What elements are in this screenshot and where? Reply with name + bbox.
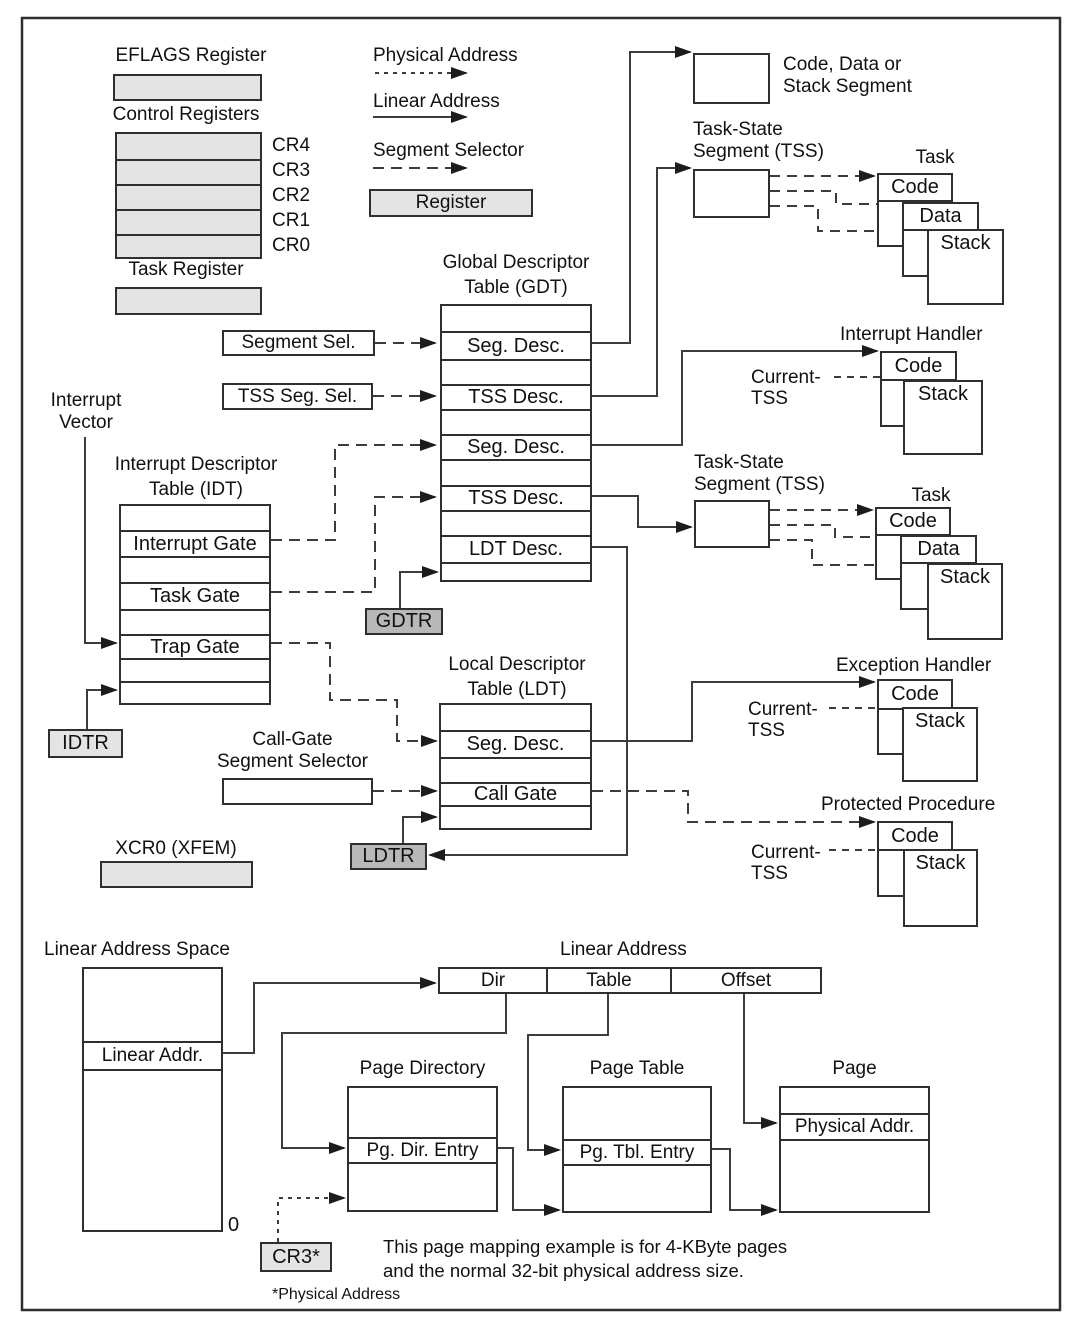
linear-addr-row: Linear Addr. [84,1041,221,1069]
cr3-box: CR3* [260,1242,332,1272]
line-task-gate-to-tssdesc2 [271,491,437,593]
page-table-box: Pg. Tbl. Entry [562,1086,712,1213]
page-box: Physical Addr. [779,1086,930,1213]
call-gate-selector-box [222,778,373,805]
line-segdesc1-to-segment [592,46,692,344]
ldt-row-seg-desc: Seg. Desc. [441,730,590,757]
xcr0-box [100,861,253,888]
gdt-row-seg-desc-2: Seg. Desc. [442,434,590,459]
cr3-footnote: *Physical Address [272,1286,401,1303]
ldt-row-call-gate: Call Gate [441,782,590,805]
call-gate-selector-label: Call-Gate Segment Selector [216,729,369,772]
legend-segment-selector: Segment Selector [373,140,525,161]
linear-address-bar: Dir Table Offset [438,967,822,994]
task-register-box [115,287,262,315]
cr4-label: CR4 [272,135,311,156]
line-pgtbl-entry-to-page [712,1148,778,1216]
current-tss-label-2: Current- TSS [748,699,818,741]
code-data-stack-segment-label: Code, Data or Stack Segment [783,54,912,97]
line-segdesc2-to-interrupt-handler [592,345,879,446]
gdt-row-seg-desc-1: Seg. Desc. [442,331,590,359]
offset-cell: Offset [670,969,820,992]
segment-sel-box: Segment Sel. [222,330,375,356]
line-idtr-to-idt [86,684,118,729]
pg-dir-entry-row: Pg. Dir. Entry [349,1137,496,1162]
cr0-label: CR0 [272,235,311,256]
gdt-table: Seg. Desc. TSS Desc. Seg. Desc. TSS Desc… [440,304,592,582]
cr3-label: CR3 [272,160,311,181]
line-offset-to-physical-addr [743,993,778,1129]
interrupt-handler-stack-box: Stack [903,380,983,455]
xcr0-title: XCR0 (XFEM) [115,838,237,859]
idt-row-interrupt-gate: Interrupt Gate [121,530,269,556]
code-data-stack-segment-box [693,53,770,104]
idt-row-task-gate: Task Gate [121,582,269,609]
page-directory-title: Page Directory [359,1058,486,1079]
line-linear-addr-to-dir [223,977,437,1054]
tss2-label: Task-State Segment (TSS) [694,452,825,495]
legend-physical-address: Physical Address [373,45,518,66]
line-trap-gate-to-ldt-segdesc [271,642,438,747]
table-cell: Table [546,969,670,992]
ldtr-box: LDTR [350,843,427,870]
protected-procedure-label: Protected Procedure [821,794,996,815]
line-tssdesc1-to-tss1 [592,162,692,397]
exception-handler-stack-box: Stack [902,707,978,782]
dir-cell: Dir [480,969,506,991]
cr1-label: CR1 [272,210,311,231]
zero-label: 0 [228,1214,240,1236]
interrupt-vector-label: Interrupt Vector [50,390,122,433]
idt-title: Interrupt Descriptor Table (IDT) [114,454,278,500]
line-pgdir-entry-to-page-table [498,1147,561,1216]
control-registers-title: Control Registers [112,104,260,125]
ldt-table: Seg. Desc. Call Gate [439,703,592,830]
page-table-title: Page Table [589,1058,685,1079]
task2-label: Task [911,485,951,506]
linear-address-space-title: Linear Address Space [44,939,230,960]
eflags-register-box [113,74,262,101]
tss1-box [693,169,770,218]
line-gdtr-to-gdt [399,566,439,608]
gdt-row-tss-desc-1: TSS Desc. [442,384,590,409]
gdt-row-ldt-desc: LDT Desc. [442,535,590,562]
page-directory-box: Pg. Dir. Entry [347,1086,498,1212]
linear-address-space-box: Linear Addr. [82,967,223,1232]
idt-row-trap-gate: Trap Gate [121,634,269,658]
tss1-label: Task-State Segment (TSS) [693,119,824,162]
interrupt-handler-label: Interrupt Handler [840,324,983,345]
current-tss-label-1: Current- TSS [751,367,821,409]
pg-tbl-entry-row: Pg. Tbl. Entry [564,1139,710,1164]
gdtr-box: GDTR [365,608,443,635]
physical-addr-row: Physical Addr. [781,1113,928,1139]
eflags-title: EFLAGS Register [115,45,267,66]
gdt-title: Global Descriptor Table (GDT) [442,252,590,298]
idt-table: Interrupt Gate Task Gate Trap Gate [119,504,271,705]
idtr-box: IDTR [48,729,123,758]
task-register-title: Task Register [128,259,244,280]
cr2-label: CR2 [272,185,311,206]
line-ldtr-to-ldt [402,811,438,843]
ldt-title: Local Descriptor Table (LDT) [448,654,586,700]
line-ldt-segdesc-to-exception-handler [592,676,876,742]
task1-label: Task [915,147,955,168]
task2-stack-box: Stack [927,563,1003,640]
paging-caption: This page mapping example is for 4-KByte… [383,1236,788,1281]
control-registers-box [115,132,262,259]
gdt-row-tss-desc-2: TSS Desc. [442,485,590,510]
linear-address-title: Linear Address [560,939,687,960]
protected-procedure-stack-box: Stack [903,849,978,927]
current-tss-label-3: Current- TSS [751,842,821,884]
tss2-box [694,500,770,548]
legend-linear-address: Linear Address [373,91,500,112]
line-cr3-to-page-directory [277,1192,346,1242]
tss-seg-sel-box: TSS Seg. Sel. [222,383,373,410]
page-title: Page [832,1058,877,1079]
exception-handler-label: Exception Handler [836,655,992,676]
legend-register-box: Register [369,189,533,217]
task1-stack-box: Stack [927,229,1004,305]
line-tssdesc2-to-tss2 [592,495,693,533]
